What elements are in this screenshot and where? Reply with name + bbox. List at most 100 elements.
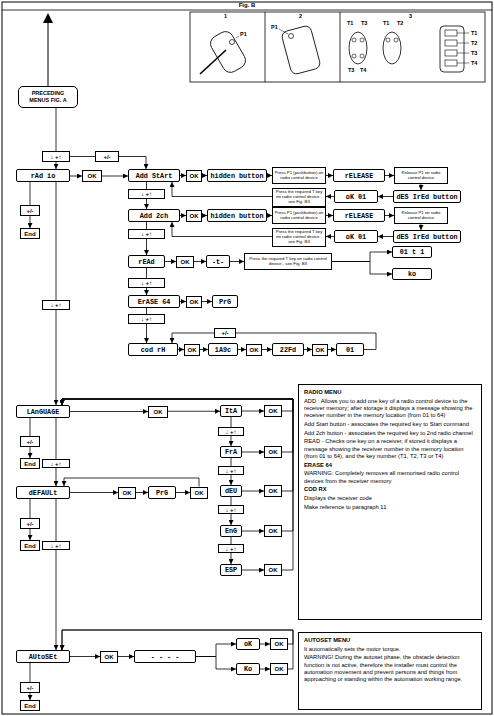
node-text: Ko bbox=[244, 665, 252, 673]
instruction-note: Release P1 on radio control device bbox=[394, 167, 448, 184]
flow-connector bbox=[378, 196, 393, 197]
node-text: End bbox=[24, 461, 35, 467]
node-text: +/- bbox=[103, 154, 110, 160]
flow-connector bbox=[146, 239, 147, 255]
flow-connector bbox=[30, 216, 31, 228]
node-text: RADIO MENU bbox=[304, 389, 476, 396]
node-text: ↓ +↑ bbox=[50, 461, 61, 467]
display-box: LAnGUAGE bbox=[16, 405, 70, 418]
arrow-keys-box: ↓ +↑ bbox=[42, 151, 70, 162]
key-button bbox=[445, 50, 457, 56]
arrow-keys-box: ↓ +↑ bbox=[42, 459, 70, 468]
node-text: ErASE 64 bbox=[138, 298, 171, 306]
key-box: OK bbox=[118, 487, 136, 499]
arrow-keys-box: ↓ +↑ bbox=[128, 189, 165, 199]
flow-connector bbox=[70, 411, 148, 412]
exit-arrow-line bbox=[48, 22, 49, 86]
flow-connector bbox=[119, 157, 146, 170]
flow-connector bbox=[146, 324, 147, 343]
flow-connector bbox=[332, 262, 392, 275]
flow-connector bbox=[326, 196, 334, 197]
flow-connector bbox=[30, 447, 31, 458]
node-text: ERASE 64 bbox=[304, 462, 476, 469]
display-box: Add StArt bbox=[128, 169, 180, 182]
leader-line bbox=[279, 29, 288, 34]
flow-connector bbox=[146, 288, 147, 295]
node-text: ↓ +↑ bbox=[225, 468, 236, 474]
node-text: ↓ +↑ bbox=[50, 302, 61, 308]
flow-connector bbox=[62, 630, 293, 650]
instruction-note: Release P1 on radio control device bbox=[394, 207, 448, 224]
key-box: +/- bbox=[20, 518, 40, 529]
callout-label: 1 bbox=[224, 13, 227, 19]
flow-connector bbox=[176, 492, 190, 493]
inset-divider bbox=[340, 12, 341, 82]
flow-connector bbox=[231, 436, 232, 446]
node-text: ↓ +↑ bbox=[141, 191, 152, 197]
node-text: ADD : Allows you to add one key of a rad… bbox=[304, 398, 476, 420]
node-text: It automatically sets the motor torque. bbox=[304, 646, 476, 653]
node-text: OK bbox=[188, 347, 197, 353]
flow-connector bbox=[231, 458, 232, 466]
node-text: OK bbox=[269, 528, 278, 534]
flow-connector bbox=[172, 182, 272, 197]
flow-connector bbox=[62, 399, 293, 531]
display-box: rEAd bbox=[128, 255, 165, 268]
display-box: hidden button bbox=[207, 169, 267, 182]
text-panel: AUTOSET MENUIt automatically sets the mo… bbox=[298, 632, 482, 710]
display-box: 01 bbox=[336, 343, 364, 356]
display-box: 01 t 1 bbox=[392, 246, 432, 258]
node-text: End bbox=[24, 231, 35, 237]
callout-label: 2 bbox=[299, 13, 302, 19]
node-text: ↓ +↑ bbox=[50, 154, 61, 160]
node-text: Press the required T key on radio contro… bbox=[274, 230, 324, 245]
flow-connector bbox=[168, 411, 220, 412]
flow-connector bbox=[242, 452, 264, 453]
key-box: +/- bbox=[214, 328, 236, 338]
node-text: oK bbox=[244, 640, 252, 648]
callout-label: P1 bbox=[240, 31, 247, 37]
node-text: AUtoSEt bbox=[29, 653, 58, 661]
node-text: rELEASE bbox=[345, 212, 374, 220]
flow-connector bbox=[136, 492, 148, 493]
key-box: +/- bbox=[95, 151, 119, 162]
node-text: ↓ +↑ bbox=[141, 316, 152, 322]
display-box: dES IrEd button bbox=[393, 190, 461, 203]
node-text: Press P1 (pushbutton) on radio control d… bbox=[274, 211, 324, 221]
node-text: Press the required T key on radio contro… bbox=[274, 190, 324, 205]
node-text: Add 2ch bbox=[140, 212, 169, 220]
node-text: Press P1 (pushbutton) on radio control d… bbox=[274, 171, 324, 181]
key-box: OK bbox=[264, 446, 282, 458]
node-text: OK bbox=[190, 173, 199, 179]
flow-connector bbox=[326, 215, 333, 216]
key-box: End bbox=[20, 458, 40, 469]
instruction-note: Press the required T key on radio contro… bbox=[244, 253, 332, 270]
display-box: ErASE 64 bbox=[128, 295, 180, 308]
callout-label: 3 bbox=[409, 13, 412, 19]
flow-connector bbox=[231, 475, 232, 485]
node-text: WARNING: Completely removes all memorise… bbox=[304, 470, 476, 484]
node-text: Add StArt bbox=[136, 172, 173, 180]
flow-connector bbox=[385, 215, 394, 216]
flow-connector bbox=[260, 644, 270, 645]
flow-connector bbox=[332, 252, 392, 262]
key-box: OK bbox=[184, 344, 200, 356]
flow-connector bbox=[56, 499, 57, 541]
key-box: OK bbox=[270, 638, 288, 650]
callout-label: T1 bbox=[347, 20, 353, 26]
flow-connector bbox=[56, 310, 57, 405]
display-box: PrG bbox=[212, 295, 238, 308]
display-box: -t- bbox=[206, 255, 230, 268]
display-box: - - - - bbox=[134, 650, 196, 663]
flow-connector bbox=[62, 399, 293, 452]
display-box: FrA bbox=[220, 446, 242, 458]
flow-connector bbox=[30, 663, 31, 682]
node-text: 22Fd bbox=[280, 346, 296, 354]
flow-connector bbox=[231, 514, 232, 525]
node-text: Press the required T key on radio contro… bbox=[246, 257, 330, 267]
flow-connector bbox=[326, 236, 334, 237]
flow-connector bbox=[328, 349, 336, 350]
node-text: Add Start button - associates the requir… bbox=[304, 421, 476, 428]
key-box: +/- bbox=[20, 436, 40, 447]
callout-label: T1 bbox=[471, 30, 477, 36]
